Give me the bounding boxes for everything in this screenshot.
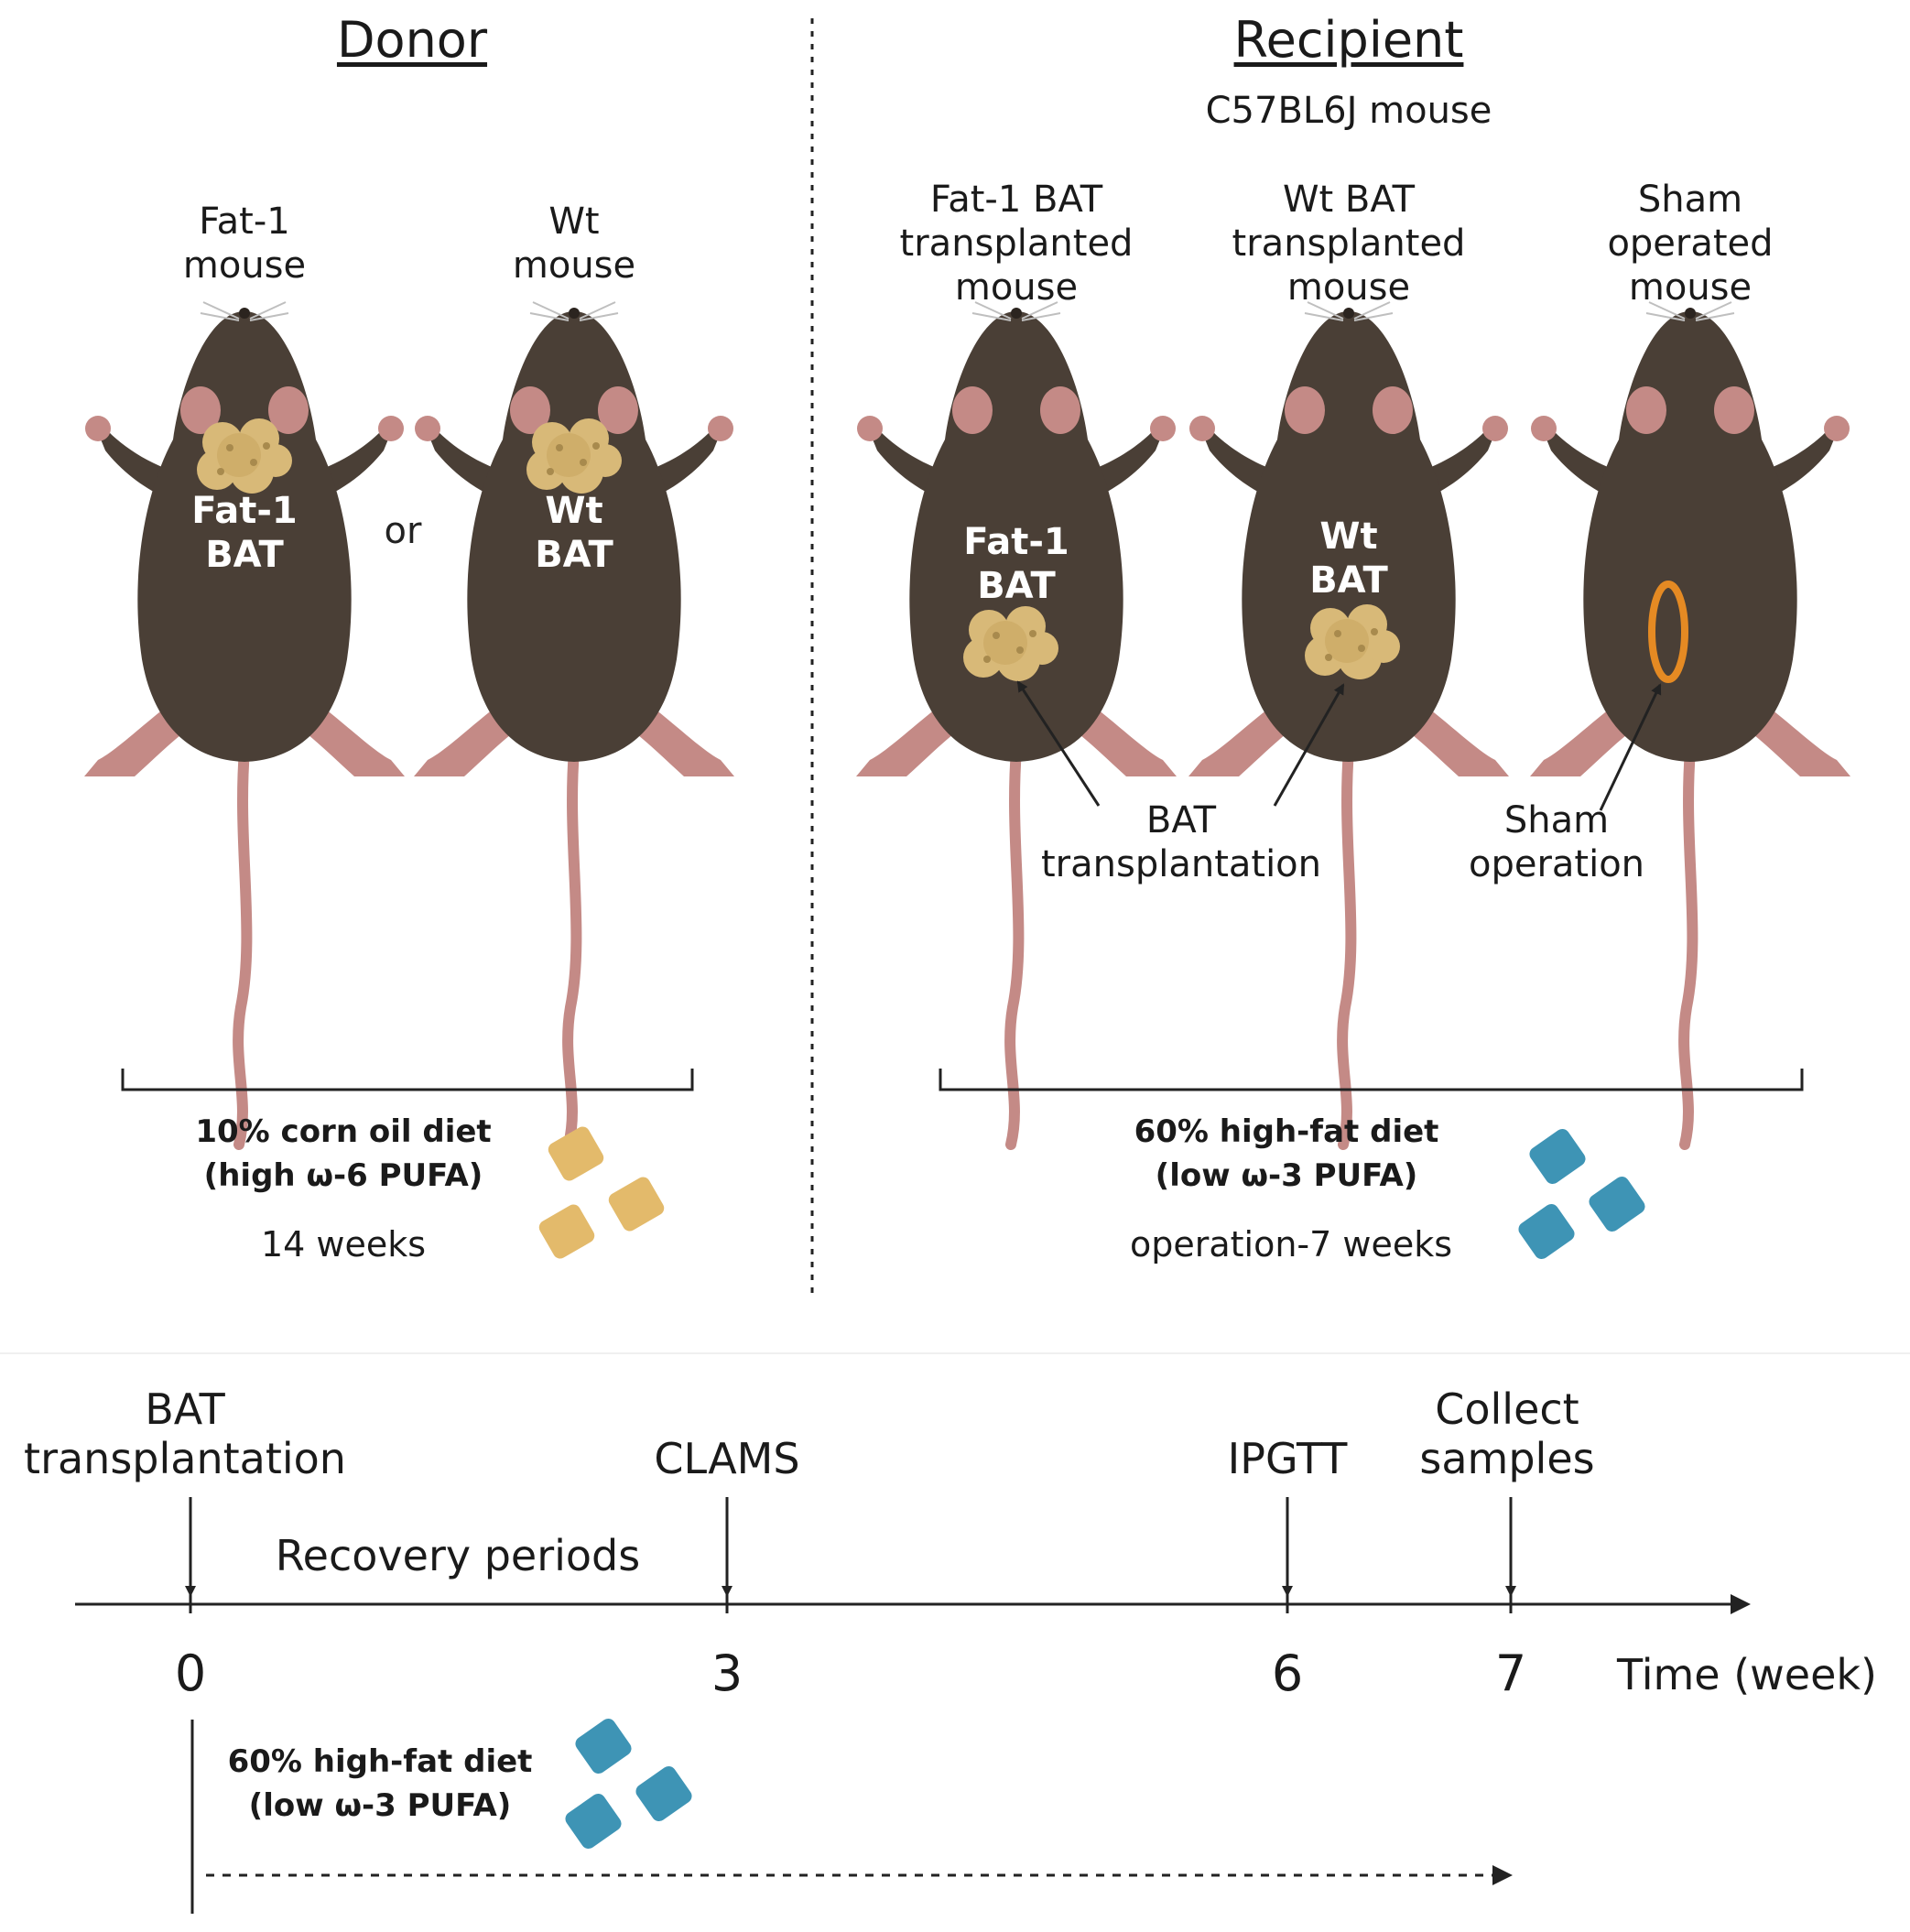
- recipient-wt-mouse-label: Wt BAT transplanted mouse: [1232, 179, 1466, 309]
- arrow-icon: [1273, 683, 1345, 807]
- tick-label-3: 3: [711, 1644, 743, 1702]
- timeline-diet-label: 60% high-fat diet (low ω-3 PUFA): [227, 1743, 533, 1824]
- donor-fat1-bat-label: Fat-1 BAT: [191, 490, 298, 576]
- bat-transplantation-note: BAT transplantation: [1040, 799, 1322, 885]
- mouse-icon: [1530, 302, 1850, 1145]
- donor-bracket: [121, 1069, 694, 1091]
- donor-wt-bat-label: Wt BAT: [535, 490, 613, 576]
- diet-pellet-icon: [565, 1718, 692, 1850]
- arrow-icon: [1599, 683, 1662, 811]
- recovery-periods-label: Recovery periods: [275, 1531, 641, 1580]
- recipient-wt-bat-label: Wt BAT: [1309, 516, 1388, 602]
- donor-wt-mouse-label: Wt mouse: [512, 201, 636, 287]
- recipient-diet-label: 60% high-fat diet (low ω-3 PUFA): [1134, 1113, 1439, 1194]
- arrow-icon: [1016, 680, 1101, 807]
- mouse-icon: [1188, 302, 1509, 1145]
- or-label: or: [384, 510, 422, 552]
- donor-duration-label: 14 weeks: [260, 1224, 427, 1264]
- tick-label-6: 6: [1271, 1644, 1304, 1702]
- mouse-icon: [856, 302, 1177, 1145]
- recipient-heading: Recipient: [1233, 11, 1464, 69]
- event-bat-transplantation: BAT transplantation: [24, 1384, 346, 1483]
- recipient-fat1-mouse-label: Fat-1 BAT transplanted mouse: [899, 179, 1134, 309]
- recipient-sham-mouse-label: Sham operated mouse: [1607, 179, 1774, 309]
- donor-fat1-mouse-label: Fat-1 mouse: [182, 201, 307, 287]
- diet-pellet-icon: [1518, 1128, 1645, 1260]
- time-axis-label: Time (week): [1617, 1650, 1877, 1699]
- recipient-fat1-bat-label: Fat-1 BAT: [963, 521, 1069, 607]
- tick-label-0: 0: [174, 1644, 207, 1702]
- donor-heading: Donor: [336, 11, 488, 69]
- incision-icon: [1648, 581, 1688, 683]
- event-collect-samples: Collect samples: [1419, 1384, 1595, 1483]
- event-clams: CLAMS: [654, 1434, 800, 1483]
- sham-operation-note: Sham operation: [1468, 799, 1645, 885]
- diet-pellet-icon: [538, 1126, 665, 1259]
- event-ipgtt: IPGTT: [1227, 1434, 1348, 1483]
- recipient-duration-label: operation-7 weeks: [1129, 1224, 1453, 1264]
- recipient-bracket: [939, 1069, 1804, 1091]
- recipient-strain-label: C57BL6J mouse: [1205, 90, 1492, 132]
- donor-diet-label: 10% corn oil diet (high ω-6 PUFA): [195, 1113, 492, 1194]
- tick-label-7: 7: [1494, 1644, 1527, 1702]
